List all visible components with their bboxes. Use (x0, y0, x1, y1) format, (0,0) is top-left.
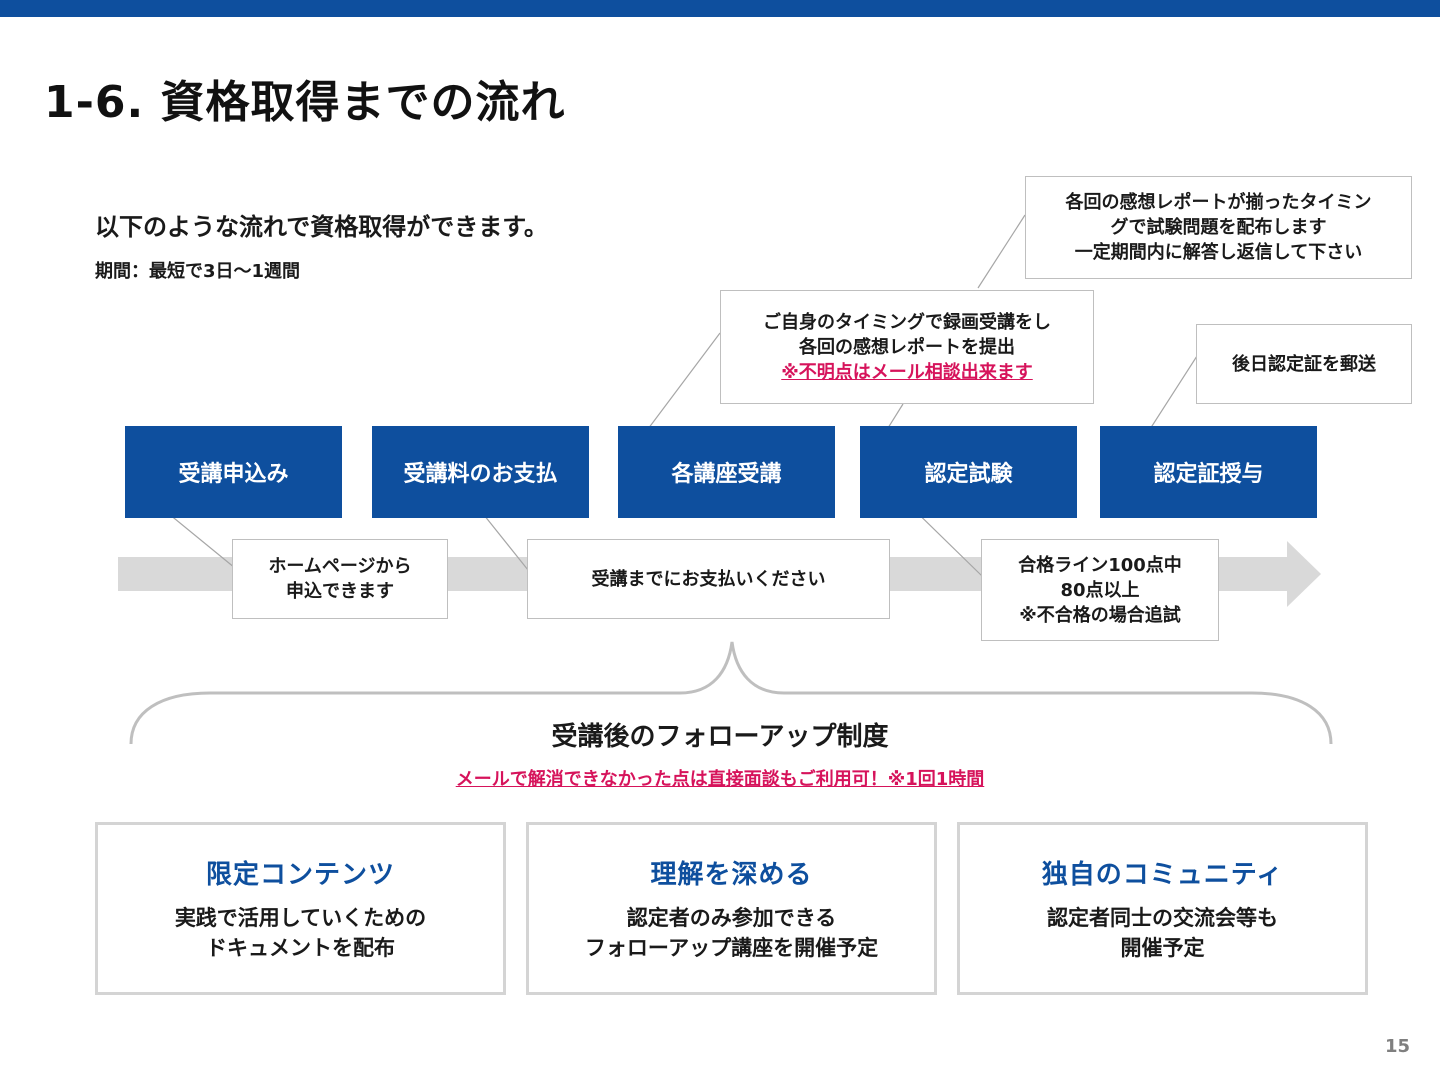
step-certificate: 認定証授与 (1100, 426, 1317, 518)
note-lecture: ご自身のタイミングで録画受講をし 各回の感想レポートを提出 ※不明点はメール相談… (720, 290, 1094, 404)
card-title: 理解を深める (650, 860, 813, 890)
note-certificate-line: 後日認定証を郵送 (1232, 353, 1376, 375)
note-lecture-line: 各回の感想レポートを提出 (799, 336, 1015, 358)
card-line: 開催予定 (1120, 936, 1205, 960)
intro-text: 以下のような流れで資格取得ができます。 (95, 213, 548, 241)
note-apply: ホームページから 申込できます (232, 539, 448, 619)
note-exam-distribution-line: 一定期間内に解答し返信して下さい (1074, 242, 1363, 263)
card-title: 限定コンテンツ (205, 860, 395, 890)
note-exam-distribution-line: 各回の感想レポートが揃ったタイミン (1065, 192, 1372, 213)
step-apply: 受講申込み (125, 426, 342, 518)
note-apply-line: ホームページから (268, 556, 412, 577)
card-line: 認定者のみ参加できる (626, 906, 837, 930)
step-payment: 受講料のお支払 (372, 426, 589, 518)
note-exam-pass-line: ※不合格の場合追試 (1019, 604, 1181, 626)
followup-title: 受講後のフォローアップ制度 (551, 722, 889, 752)
flow-arrow-head (1287, 541, 1321, 607)
note-exam-pass: 合格ライン100点中 80点以上 ※不合格の場合追試 (981, 539, 1219, 641)
card-line: 認定者同士の交流会等も (1047, 906, 1278, 930)
note-exam-pass-line: 合格ライン100点中 (1018, 554, 1182, 576)
card-line: ドキュメントを配布 (206, 936, 395, 960)
card-deepen-understanding: 理解を深める 認定者のみ参加できる フォローアップ講座を開催予定 (526, 822, 937, 995)
period-text: 期間：最短で3日〜1週間 (95, 261, 301, 282)
card-line: 実践で活用していくための (174, 906, 427, 930)
note-exam-distribution-line: グで試験問題を配布します (1110, 217, 1327, 238)
note-exam-distribution: 各回の感想レポートが揃ったタイミン グで試験問題を配布します 一定期間内に解答し… (1025, 176, 1412, 279)
step-exam: 認定試験 (860, 426, 1077, 518)
page-number: 15 (1384, 1036, 1410, 1057)
top-accent-bar (0, 0, 1440, 17)
note-payment: 受講までにお支払いください (527, 539, 890, 619)
card-title: 独自のコミュニティ (1041, 860, 1284, 890)
note-certificate: 後日認定証を郵送 (1196, 324, 1412, 404)
step-lecture: 各講座受講 (618, 426, 835, 518)
note-payment-line: 受講までにお支払いください (591, 568, 826, 590)
note-apply-line: 申込できます (286, 581, 394, 602)
card-community: 独自のコミュニティ 認定者同士の交流会等も 開催予定 (957, 822, 1368, 995)
note-lecture-line: ご自身のタイミングで録画受講をし (763, 311, 1051, 333)
page-title: 1-6. 資格取得までの流れ (44, 77, 566, 128)
note-lecture-warning: ※不明点はメール相談出来ます (781, 361, 1033, 383)
followup-note: メールで解消できなかった点は直接面談もご利用可！※1回1時間 (455, 769, 985, 790)
card-line: フォローアップ講座を開催予定 (584, 936, 879, 960)
note-exam-pass-line: 80点以上 (1060, 579, 1140, 601)
card-limited-content: 限定コンテンツ 実践で活用していくための ドキュメントを配布 (95, 822, 506, 995)
